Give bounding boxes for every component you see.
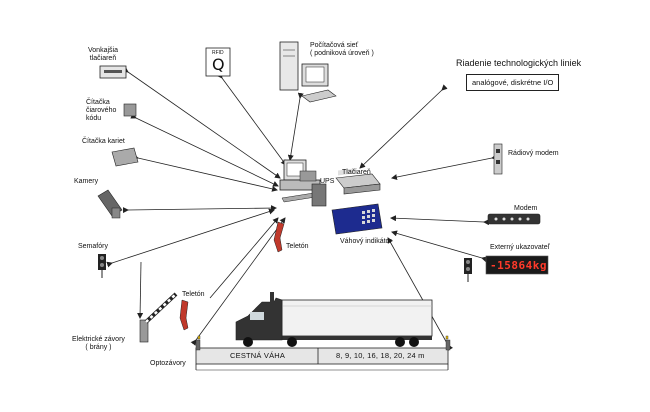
cameras-label: Kamery: [74, 178, 99, 185]
photo-sensor-posts: [195, 335, 451, 351]
truck: [235, 292, 433, 347]
external-display-device: [485, 255, 549, 275]
barcode-reader-label: Čítačka čiarového kódu: [86, 99, 116, 123]
card-reader-icon: [111, 147, 139, 167]
arrow-card-reader: [132, 153, 278, 192]
phone-top-device: [273, 221, 285, 253]
external-printer-label-line2: tlačiareň: [89, 55, 117, 62]
arrow-modem: [390, 215, 490, 226]
barcode-reader-icon: [123, 103, 137, 117]
network-computer-icon: [279, 41, 337, 103]
connection-arrows: [106, 66, 498, 351]
printer-label: Tlačiareň: [342, 169, 371, 176]
barcode-reader-label-line2: čiarového: [86, 107, 117, 114]
ups-unit: [311, 183, 327, 207]
arrow-cameras: [122, 205, 277, 214]
road-scale-platform: [195, 347, 449, 371]
arrow-barcode: [130, 113, 279, 187]
rfid-label: RFID: [212, 50, 224, 56]
barcode-reader-label-line3: kódu: [86, 115, 102, 122]
process-control-title: Riadenie technologických liniek: [456, 58, 582, 68]
camera-icon: [97, 189, 123, 219]
electric-barriers-label-line2: ( brány ): [85, 344, 112, 351]
external-printer-icon: [99, 65, 127, 79]
printer-device: [335, 173, 381, 195]
weight-indicator-device: [331, 168, 383, 235]
arrow-barrier: [137, 261, 144, 319]
ups-label: UPS: [320, 178, 335, 185]
scale-name-label: CESTNÁ VÁHA: [230, 351, 286, 360]
modem-icon: [487, 213, 541, 225]
arrow-external-display: [391, 230, 488, 263]
photo-sensors-label: Optozávory: [150, 360, 186, 367]
radio-modem-icon: [493, 143, 503, 175]
barcode-reader-label-line1: Čítačka: [86, 99, 110, 106]
phone-top-label: Teletón: [286, 243, 309, 250]
arrow-traffic-lights: [106, 208, 275, 268]
electric-barriers-label-line1: Elektrické závory: [72, 336, 125, 343]
radio-modem-label: Rádiový modem: [508, 150, 559, 157]
network-label-line1: Počítačová sieť: [310, 42, 359, 49]
arrow-network: [287, 92, 304, 161]
traffic-lights-label: Semafóry: [78, 243, 108, 250]
arrow-photo-sensor: [190, 217, 286, 346]
card-reader-label: Čítačka kariet: [82, 138, 125, 145]
network-label-line2: ( podniková úroveň ): [310, 50, 374, 57]
weight-indicator-label: Váhový indikátor: [340, 238, 392, 245]
traffic-light-left: [98, 254, 106, 278]
arrow-radio-modem: [391, 154, 498, 180]
external-display-value: -15864kg: [490, 259, 547, 272]
electric-barriers-label: Elektrické závory ( brány ): [72, 336, 125, 352]
process-control-box: analógové, diskrétne I/O: [466, 74, 560, 91]
phone-bottom-label: Teletón: [182, 291, 205, 298]
external-printer-label: Vonkajšia tlačiareň: [88, 47, 118, 63]
arrow-phone-bottom: [209, 217, 279, 299]
external-printer-label-line1: Vonkajšia: [88, 47, 118, 54]
rfid-letter: Q: [212, 55, 225, 74]
arrow-process-control: [359, 84, 448, 169]
network-label: Počítačová sieť ( podniková úroveň ): [310, 42, 374, 58]
scale-lengths-label: 8, 9, 10, 16, 18, 20, 24 m: [336, 351, 425, 360]
external-display-label: Externý ukazovateľ: [490, 244, 550, 251]
barrier-gate: [139, 292, 178, 343]
arrow-rfid: [216, 72, 287, 166]
phone-bottom-device: [179, 299, 189, 331]
modem-label: Modem: [514, 205, 538, 212]
traffic-light-right: [464, 258, 472, 282]
arrow-right-sensor: [387, 237, 454, 351]
rfid-reader-icon: [205, 47, 231, 77]
